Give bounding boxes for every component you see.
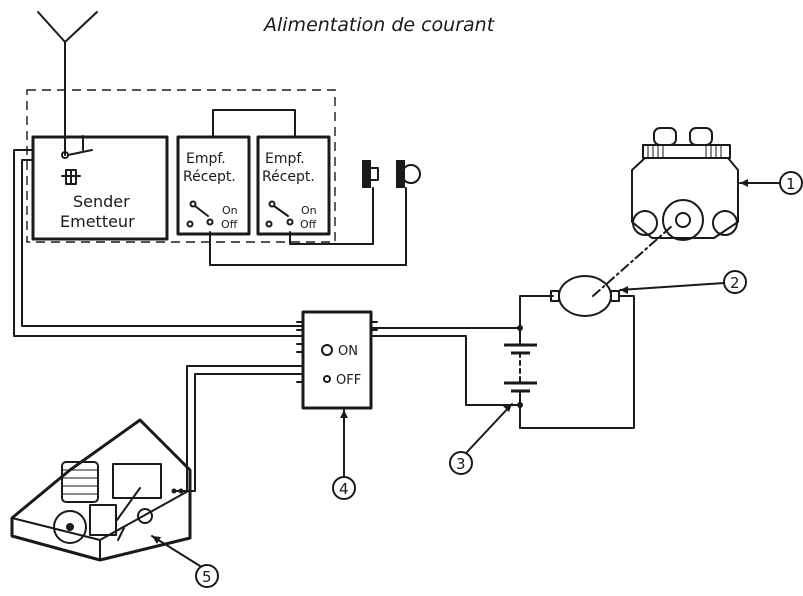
callout-3: 3 [449,403,513,475]
receiver-2-switch-icon [273,205,289,217]
svg-text:1: 1 [786,175,796,193]
callout-5: 5 [151,535,219,588]
auxiliary-generator-icon [10,418,192,562]
receiver-2-label-de: Empf. [265,151,305,167]
svg-text:4: 4 [339,480,349,498]
transmitter-label-fr: Emetteur [60,212,135,231]
receiver-1-label-de: Empf. [186,151,226,167]
engine-icon [631,127,781,241]
receiver-1-on-label: On [222,204,238,217]
svg-text:5: 5 [202,568,212,586]
callout-1: 1 [779,171,803,195]
switch-on-label: ON [338,344,358,359]
antenna-icon [37,11,98,156]
callout-2: 2 [619,270,747,294]
receiver-2-on-label: On [301,204,317,217]
switch-box: ON OFF [296,310,378,410]
transmitter-label-de: Sender [73,192,130,211]
battery-icon [504,325,537,429]
generator-icon [550,224,674,317]
receiver-unit-1: Empf. Récept. On Off [176,135,251,236]
headphone-icon [362,160,379,245]
svg-text:3: 3 [456,455,466,473]
speaker-icon [396,160,421,266]
receiver-1-label-fr: Récept. [183,169,236,185]
receiver-2-label-fr: Récept. [262,169,315,185]
receiver-1-off-label: Off [221,218,238,231]
switch-off-label: OFF [336,373,361,388]
transmitter-unit: Sender Emetteur [31,135,169,241]
radio-enclosure [26,89,336,243]
svg-text:2: 2 [730,274,740,292]
diagram-title: Alimentation de courant [262,14,496,36]
off-indicator-icon [323,375,331,383]
on-indicator-icon [321,344,333,356]
receiver-1-switch-icon [194,205,209,217]
receiver-2-off-label: Off [300,218,317,231]
receiver-unit-2: Empf. Récept. On Off [256,135,331,236]
relay-coil-icon [61,169,81,185]
callout-4: 4 [332,409,356,500]
